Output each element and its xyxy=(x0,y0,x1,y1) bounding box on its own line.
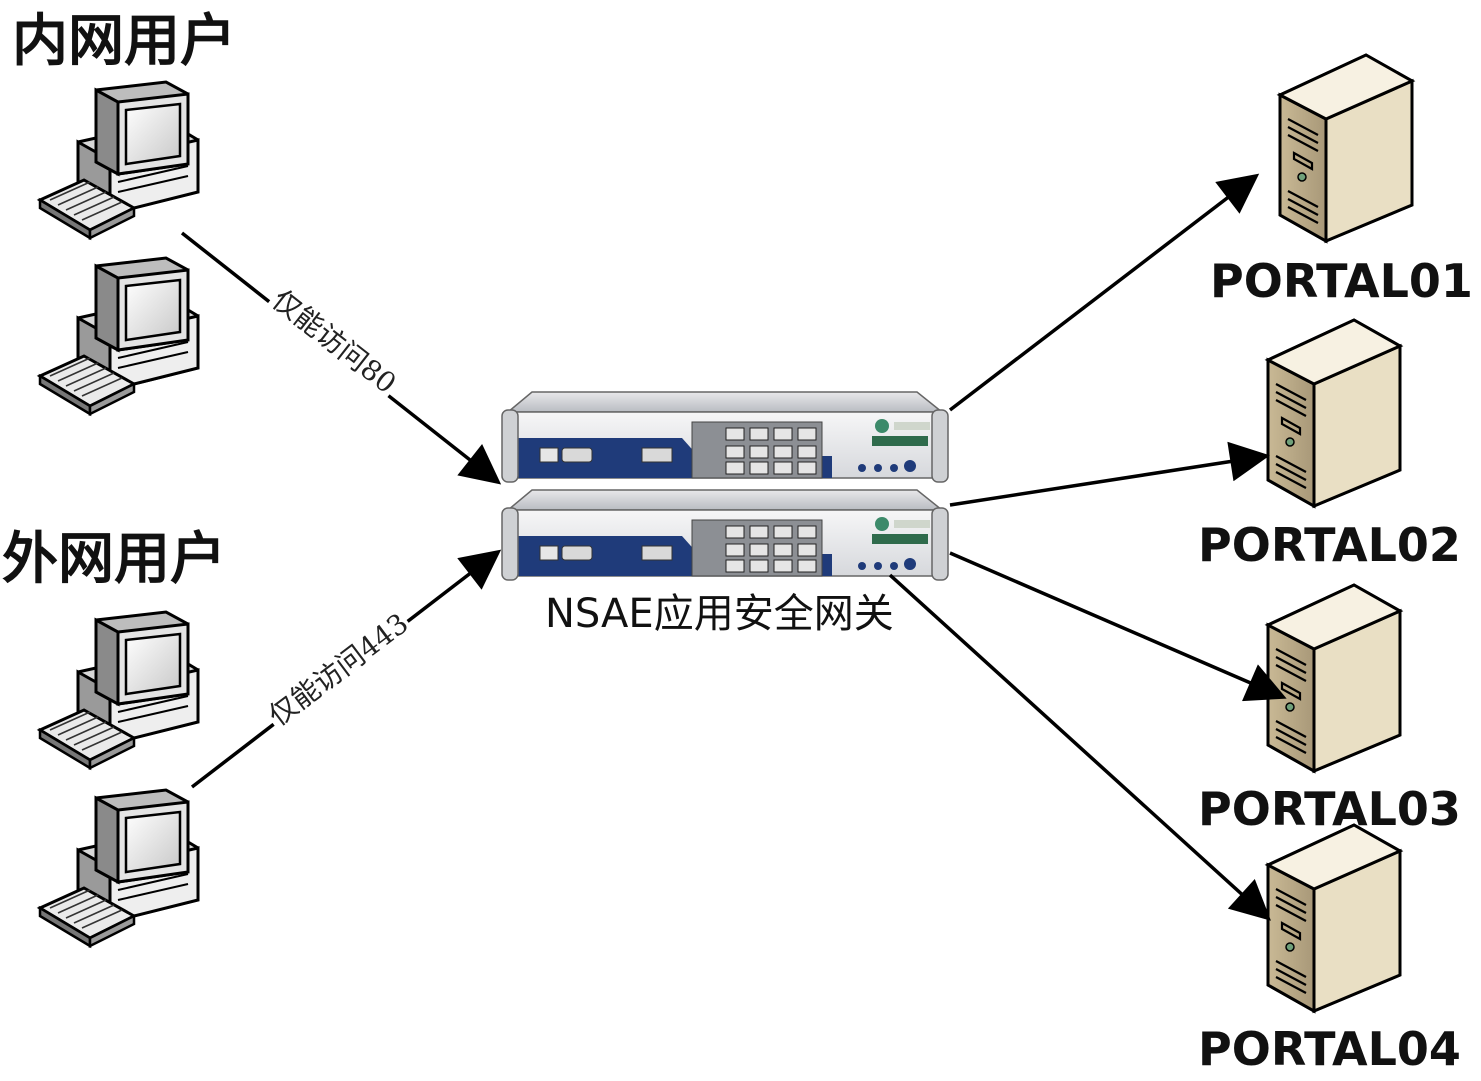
server-label-portal01: PORTAL01 xyxy=(1210,254,1473,308)
edge-gateway-to-portal04 xyxy=(888,573,1271,921)
edge-gateway-to-portal01 xyxy=(948,173,1260,412)
gateway-label: NSAE应用安全网关 xyxy=(545,591,894,637)
server-label-portal04: PORTAL04 xyxy=(1198,1022,1461,1076)
server-label-portal03: PORTAL03 xyxy=(1198,782,1461,836)
rack-appliance-icon xyxy=(501,489,949,581)
internal-users-title: 内网用户 xyxy=(12,9,236,74)
edge-gateway-to-portal02 xyxy=(949,441,1270,507)
tower-server-icon xyxy=(1266,823,1402,1013)
desktop-computer-icon xyxy=(38,610,200,770)
desktop-computer-icon xyxy=(38,80,200,240)
desktop-computer-icon xyxy=(38,256,200,416)
tower-server-icon xyxy=(1278,53,1414,243)
external-users-title: 外网用户 xyxy=(2,527,226,592)
desktop-computer-icon xyxy=(38,788,200,948)
edge-gateway-to-portal03 xyxy=(949,551,1287,702)
server-label-portal02: PORTAL02 xyxy=(1198,518,1461,572)
tower-server-icon xyxy=(1266,318,1402,508)
rack-appliance-icon xyxy=(501,391,949,483)
tower-server-icon xyxy=(1266,583,1402,773)
